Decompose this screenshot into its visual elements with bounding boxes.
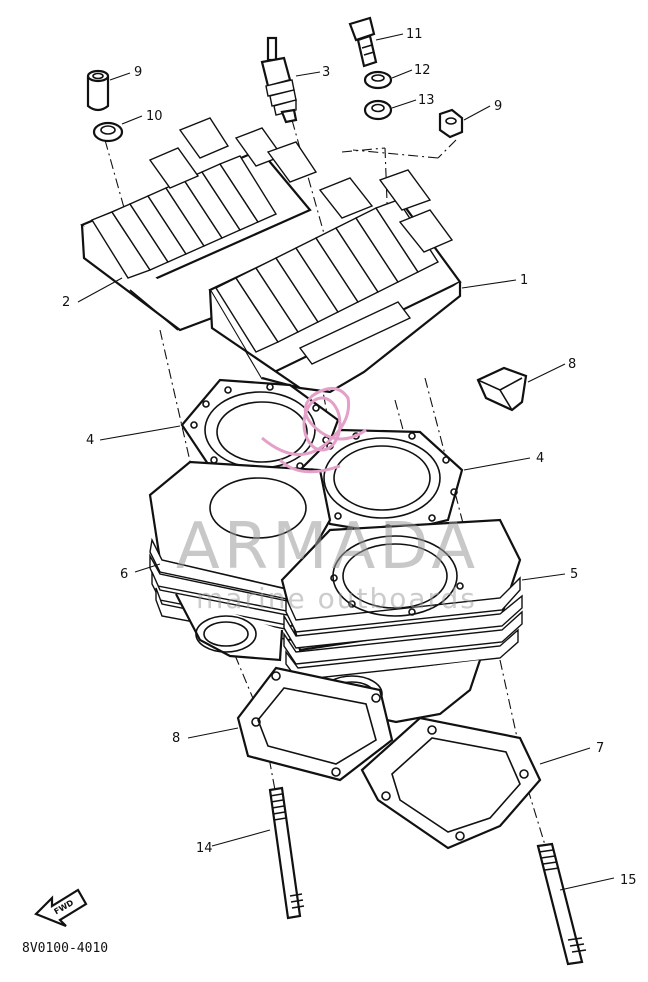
armada-logo-icon	[261, 387, 367, 474]
washer-part-12	[92, 121, 124, 143]
label-5: 5	[570, 567, 578, 582]
label-3: 3	[322, 65, 330, 80]
label-2: 2	[62, 295, 70, 310]
drawing-code: 8V0100-4010	[22, 941, 108, 956]
label-6: 6	[120, 567, 128, 582]
spark-plug-part-3	[260, 36, 298, 124]
nut-part-14	[363, 70, 393, 90]
stud-left-part-9	[268, 786, 305, 920]
bolt-part-13	[348, 16, 378, 68]
stud-right-part-9	[536, 842, 587, 966]
label-9b: 15	[620, 873, 637, 888]
watermark-tagline: marine outboards	[196, 582, 477, 615]
label-1: 1	[520, 273, 528, 288]
label-10: 9	[494, 99, 502, 114]
label-8b: 7	[596, 741, 604, 756]
label-13: 11	[406, 27, 423, 42]
washer-part-15	[363, 99, 393, 121]
nut-part-10	[438, 108, 464, 139]
cylinder-left-part-6	[148, 460, 332, 662]
watermark-brand: ARMADA	[176, 510, 479, 584]
label-11: 9	[134, 65, 142, 80]
label-7: 8	[568, 357, 576, 372]
head-fins-left	[90, 117, 318, 279]
label-15: 13	[418, 93, 435, 108]
base-gasket-right-part-8	[360, 716, 542, 850]
label-4b: 4	[536, 451, 544, 466]
base-gasket-left-part-8	[236, 666, 394, 782]
forward-arrow-icon: FWD	[34, 888, 88, 928]
label-14: 12	[414, 63, 431, 78]
watermark: ARMADA marine outboards	[176, 387, 479, 615]
label-12: 10	[146, 109, 163, 124]
label-4a: 4	[86, 433, 94, 448]
label-9a: 14	[196, 841, 213, 856]
leader-lines	[77, 33, 615, 891]
head-fins-right	[214, 169, 454, 365]
part-labels: 9 10 3 11 12 13 9 1 2 8 4 4 6 5 8 7 14 1…	[62, 27, 637, 888]
label-8a: 8	[172, 731, 180, 746]
bracket-part-7	[476, 366, 528, 412]
sleeve-part-11	[86, 69, 110, 112]
cylinder-head-part-1-2	[80, 117, 462, 394]
